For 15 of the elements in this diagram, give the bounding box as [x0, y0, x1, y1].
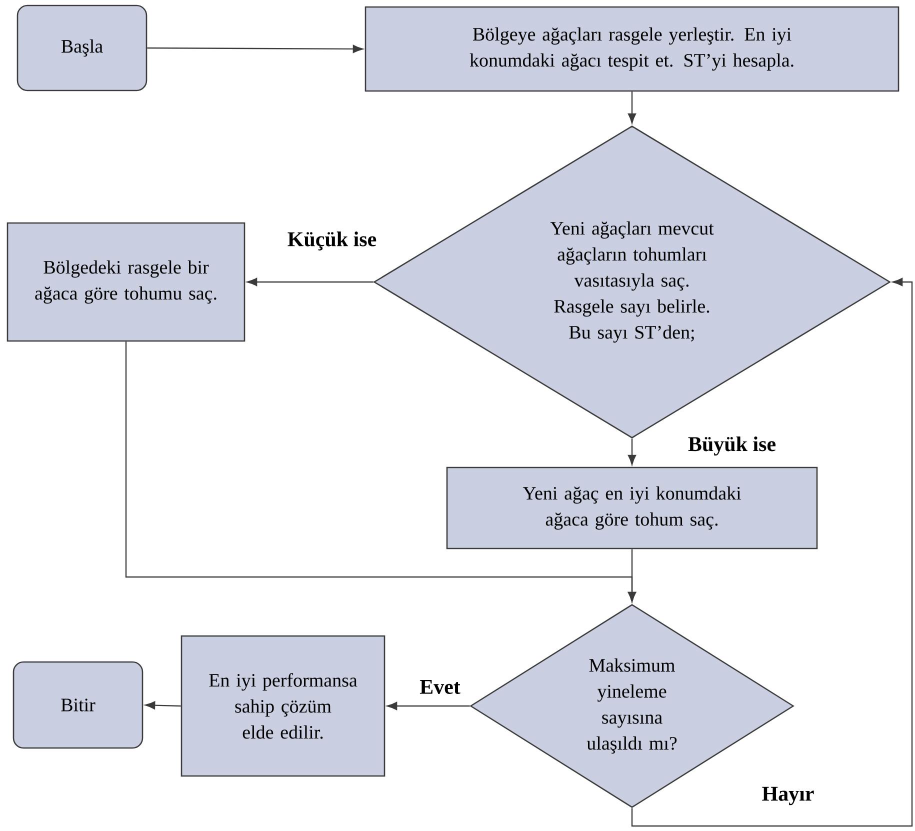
- arrow: [145, 701, 181, 710]
- arrow: [631, 278, 913, 827]
- terminal-box: Başla: [16, 4, 148, 92]
- arrow: [147, 44, 363, 53]
- arrow: [628, 92, 636, 124]
- terminal-box: Bitir: [12, 661, 144, 749]
- process-box: Bölgedeki rasgele bir ağaca göre tohumu saç.: [6, 222, 246, 342]
- arrow: [247, 278, 374, 286]
- arrow: [628, 549, 636, 602]
- arrow: [628, 438, 636, 465]
- process-box: En iyi performansa sahip çözüm elde edilir.: [180, 635, 386, 777]
- process-box: Yeni ağaç en iyi konumdaki ağaca göre tohum saç.: [446, 466, 818, 550]
- arrow: [387, 702, 470, 710]
- process-box: Bölgeye ağaçları rasgele yerleştir. En iyi konumdaki ağacı tespit et. ST’yi hesapla.: [364, 6, 900, 92]
- edge-label: Evet: [418, 679, 462, 695]
